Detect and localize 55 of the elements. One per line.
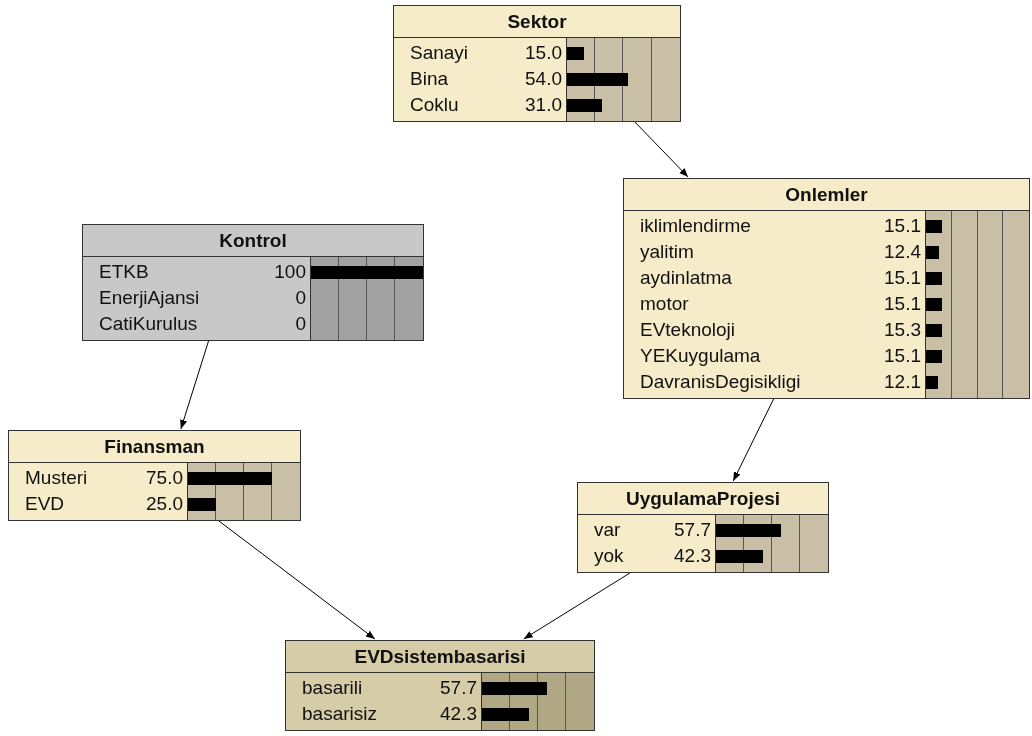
node-title: EVDsistembasarisi [354,645,526,668]
arrow [732,398,775,482]
node-title: UygulamaProjesi [625,487,781,510]
state-probability: 0 [295,287,306,309]
state-probability: 42.3 [440,703,477,725]
node-title: Sektor [507,10,567,33]
state-probability: 12.1 [884,371,921,393]
state-probability: 15.1 [884,345,921,367]
state-probability: 54.0 [525,68,562,90]
state-name: basarili [302,677,363,699]
state-name: Bina [410,68,449,90]
state-name: basarisiz [302,703,377,725]
state-name: ETKB [99,261,149,283]
state-probability: 57.7 [440,677,477,699]
state-name: EVD [25,493,65,515]
arrow [634,121,689,178]
state-name: EnerjiAjansi [99,287,200,309]
state-name: CatiKurulus [99,313,198,335]
state-probability: 15.1 [884,215,921,237]
probability-node [393,5,681,122]
state-probability: 31.0 [525,94,562,116]
probability-node [82,224,424,341]
state-probability: 75.0 [146,467,183,489]
arrow [523,572,631,640]
state-name: Coklu [410,94,459,116]
state-probability: 100 [274,261,306,283]
state-probability: 42.3 [674,545,711,567]
probability-node [8,430,301,521]
state-name: yalitim [640,241,694,263]
state-name: motor [640,293,689,315]
probability-node [623,178,1030,399]
arrow [218,520,376,640]
state-probability: 12.4 [884,241,921,263]
arrow [180,340,210,430]
state-name: DavranisDegisikligi [640,371,801,393]
state-probability: 15.3 [884,319,921,341]
state-name: EVteknoloji [640,319,736,341]
state-name: yok [594,545,624,567]
state-probability: 25.0 [146,493,183,515]
state-name: var [594,519,621,541]
node-title: Onlemler [785,183,868,206]
state-probability: 15.1 [884,293,921,315]
node-title: Finansman [104,435,205,458]
state-name: Musteri [25,467,88,489]
probability-node [577,482,829,573]
state-probability: 0 [295,313,306,335]
probability-node [285,640,595,731]
state-name: iklimlendirme [640,215,751,237]
state-name: YEKuygulama [640,345,761,367]
state-probability: 57.7 [674,519,711,541]
state-probability: 15.1 [884,267,921,289]
state-name: Sanayi [410,42,469,64]
node-title: Kontrol [219,229,287,252]
state-name: aydinlatma [640,267,732,289]
state-probability: 15.0 [525,42,562,64]
